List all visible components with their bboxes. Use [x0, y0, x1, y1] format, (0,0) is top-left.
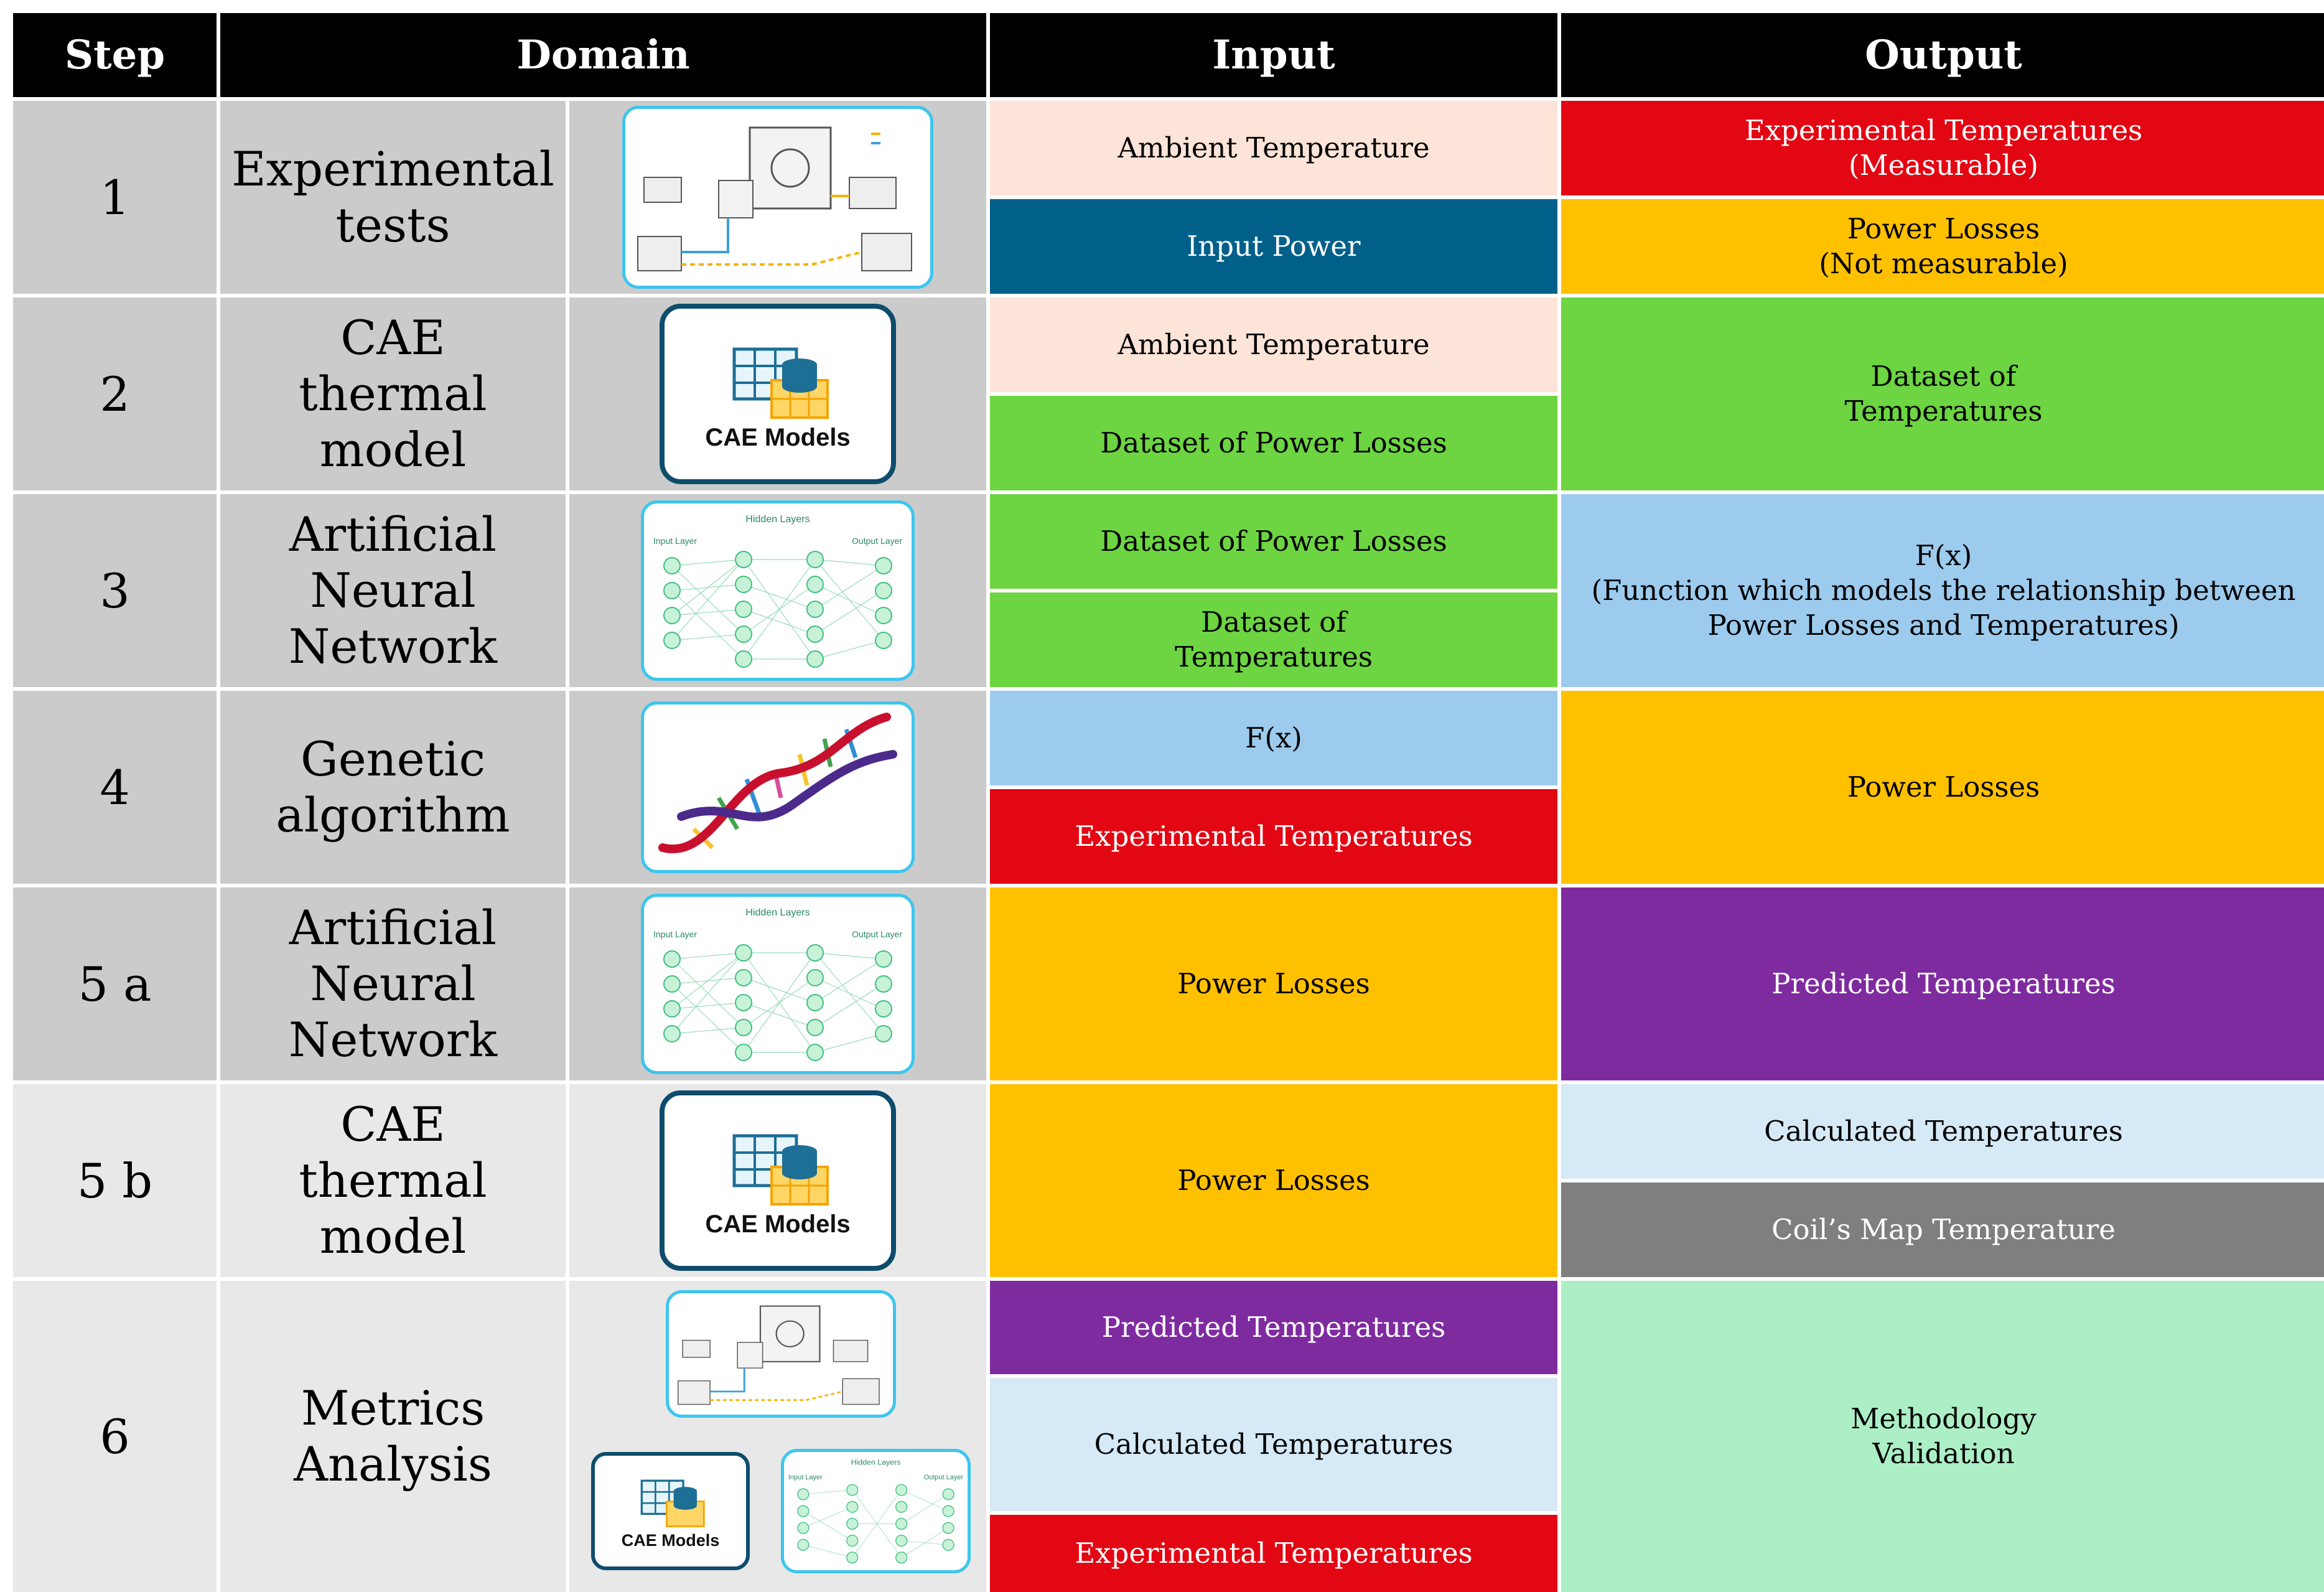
dna-icon-cell — [569, 691, 986, 884]
step-3: 3 — [13, 494, 217, 687]
combined-icons-cell: CAE Models Hidden Layers Input Layer Out… — [569, 1281, 986, 1592]
output-fx-cell: F(x) (Function which models the relation… — [1561, 494, 2324, 687]
output-power-losses: Power Losses — [1561, 691, 2324, 884]
input-calculated-temperatures: Calculated Temperatures — [990, 1378, 1557, 1511]
header-domain: Domain — [220, 13, 986, 97]
neural-network-icon: Hidden Layers Input Layer Output Layer — [641, 500, 915, 681]
header-output: Output — [1561, 13, 2324, 97]
output-fx-description: (Function which models the relationship … — [1591, 573, 2296, 642]
cae-models-label: CAE Models — [705, 423, 851, 451]
neural-network-icon: Hidden Layers Input Layer Output Layer — [641, 894, 915, 1074]
input-experimental-temperatures: Experimental Temperatures — [990, 789, 1557, 884]
step-5b: 5 b — [13, 1084, 217, 1277]
nn-output-label: Output Layer — [852, 536, 902, 546]
input-group-6: Predicted Temperatures Calculated Temper… — [990, 1281, 1557, 1592]
input-group-4: F(x) Experimental Temperatures — [990, 691, 1557, 884]
neural-network-icon: Hidden Layers Input Layer Output Layer — [781, 1449, 971, 1573]
nn-input-label: Input Layer — [653, 536, 697, 546]
output-dataset-temperatures: Dataset of Temperatures — [1561, 297, 2324, 490]
cae-models-label: CAE Models — [705, 1210, 851, 1238]
output-group-1: Experimental Temperatures (Measurable) P… — [1561, 101, 2324, 294]
lab-setup-icon — [622, 106, 933, 289]
input-group-1: Ambient Temperature Input Power — [990, 101, 1557, 294]
input-ambient-temperature: Ambient Temperature — [990, 297, 1557, 392]
step-2: 2 — [13, 297, 217, 490]
nn-icon-cell: Hidden Layers Input Layer Output Layer — [569, 494, 986, 687]
cae-icon-cell: CAE Models — [569, 297, 986, 490]
output-calculated-temperatures: Calculated Temperatures — [1561, 1084, 2324, 1179]
input-dataset-power-losses: Dataset of Power Losses — [990, 494, 1557, 589]
domain-cae-thermal-model: CAE thermal model — [220, 297, 566, 490]
nn-hidden-label: Hidden Layers — [851, 1458, 901, 1466]
output-methodology-validation: Methodology Validation — [1561, 1281, 2324, 1592]
domain-artificial-neural-network: Artificial Neural Network — [220, 887, 566, 1080]
step-6: 6 — [13, 1281, 217, 1592]
input-group-3: Dataset of Power Losses Dataset of Tempe… — [990, 494, 1557, 687]
input-ambient-temperature: Ambient Temperature — [990, 101, 1557, 195]
input-predicted-temperatures: Predicted Temperatures — [990, 1281, 1557, 1374]
output-fx: F(x) — [1915, 538, 1972, 572]
input-dataset-power-losses: Dataset of Power Losses — [990, 396, 1557, 490]
header-input: Input — [990, 13, 1557, 97]
input-group-2: Ambient Temperature Dataset of Power Los… — [990, 297, 1557, 490]
cae-models-icon: CAE Models — [660, 304, 896, 484]
lab-setup-icon-cell — [569, 101, 986, 294]
nn-output-label: Output Layer — [852, 929, 902, 939]
output-power-losses: Power Losses (Not measurable) — [1561, 199, 2324, 294]
output-coil-map-temperature: Coil’s Map Temperature — [1561, 1182, 2324, 1277]
nn-input-label: Input Layer — [788, 1474, 823, 1481]
nn-hidden-label: Hidden Layers — [745, 907, 810, 918]
step-5a: 5 a — [13, 887, 217, 1080]
nn-hidden-label: Hidden Layers — [745, 514, 810, 525]
step-1: 1 — [13, 101, 217, 294]
input-power-losses: Power Losses — [990, 887, 1557, 1080]
nn-input-label: Input Layer — [653, 929, 697, 939]
output-group-5b: Calculated Temperatures Coil’s Map Tempe… — [1561, 1084, 2324, 1277]
input-experimental-temperatures: Experimental Temperatures — [990, 1515, 1557, 1592]
input-dataset-temperatures: Dataset of Temperatures — [990, 592, 1557, 687]
domain-cae-thermal-model: CAE thermal model — [220, 1084, 566, 1277]
domain-genetic-algorithm: Genetic algorithm — [220, 691, 566, 884]
cae-models-icon: CAE Models — [660, 1090, 896, 1271]
input-fx: F(x) — [990, 691, 1557, 785]
domain-metrics-analysis: Metrics Analysis — [220, 1281, 566, 1592]
domain-experimental-tests: Experimental tests — [220, 101, 566, 294]
cae-models-label: CAE Models — [621, 1531, 720, 1550]
nn-icon-cell: Hidden Layers Input Layer Output Layer — [569, 887, 986, 1080]
output-predicted-temperatures: Predicted Temperatures — [1561, 887, 2324, 1080]
lab-setup-icon — [666, 1290, 896, 1418]
input-power-losses: Power Losses — [990, 1084, 1557, 1277]
domain-artificial-neural-network: Artificial Neural Network — [220, 494, 566, 687]
step-4: 4 — [13, 691, 217, 884]
header-step: Step — [13, 13, 217, 97]
input-input-power: Input Power — [990, 199, 1557, 294]
dna-icon — [641, 701, 915, 873]
methodology-table: Step Domain Input Output 1 Experimental … — [13, 13, 2324, 1592]
cae-icon-cell: CAE Models — [569, 1084, 986, 1277]
output-experimental-temperatures: Experimental Temperatures (Measurable) — [1561, 101, 2324, 195]
cae-models-icon: CAE Models — [591, 1452, 750, 1570]
nn-output-label: Output Layer — [924, 1474, 964, 1481]
